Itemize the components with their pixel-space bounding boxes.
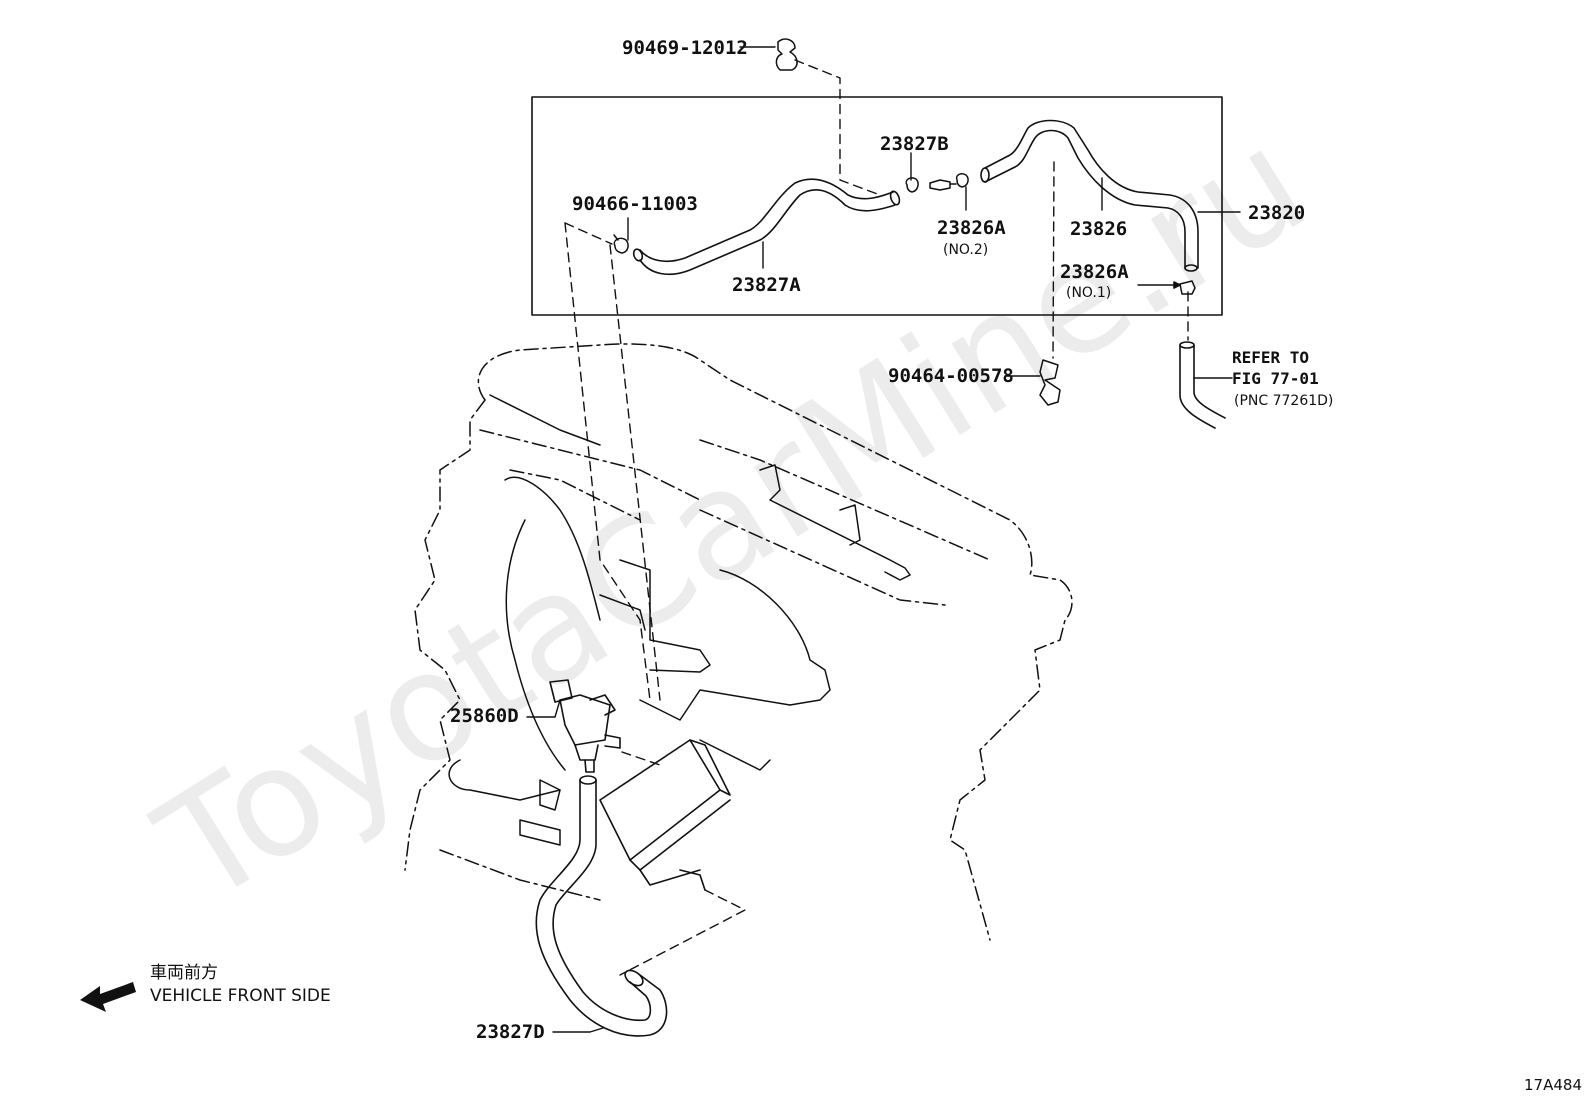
engine-outline <box>404 343 1073 941</box>
label-no2: (NO.2) <box>943 242 988 258</box>
vehicle-front-en: VEHICLE FRONT SIDE <box>150 986 331 1006</box>
refer-line-3: (PNC 77261D) <box>1234 393 1333 409</box>
clamp-23826A-no1 <box>1179 280 1196 295</box>
ref-hose <box>1179 341 1226 429</box>
leader-lines <box>526 46 1241 1033</box>
diagram-code: 17A484 <box>1524 1076 1582 1094</box>
canister <box>599 739 731 891</box>
label-no1: (NO.1) <box>1066 285 1111 301</box>
label-23820: 23820 <box>1248 202 1305 224</box>
joint-parts <box>905 173 969 193</box>
vehicle-front-arrow-icon <box>80 982 136 1012</box>
clip-90464 <box>1039 359 1061 406</box>
refer-line-2: FIG 77-01 <box>1232 369 1319 388</box>
clamp-90466 <box>613 234 629 254</box>
label-23826: 23826 <box>1070 218 1127 240</box>
engine-details <box>448 394 911 846</box>
label-23826A-no2: 23826A <box>937 217 1006 239</box>
label-23827A: 23827A <box>732 274 801 296</box>
clip-90469 <box>775 38 798 71</box>
label-23827B: 23827B <box>880 133 949 155</box>
hose-assembly-frame <box>531 96 1223 316</box>
arrowhead <box>1173 281 1181 289</box>
vsv-valve-25860D <box>549 679 621 773</box>
dashed-relations <box>564 59 1189 976</box>
label-25860D: 25860D <box>450 705 519 727</box>
hose-23827D <box>535 775 668 1037</box>
label-23827D: 23827D <box>476 1021 545 1043</box>
hose-23826 <box>980 119 1199 272</box>
watermark-text: ToyotaCarMine.ru <box>130 96 1334 938</box>
refer-line-1: REFER TO <box>1232 348 1309 367</box>
vehicle-front-jp: 車両前方 <box>150 963 218 983</box>
label-90466-11003: 90466-11003 <box>572 193 698 215</box>
label-90464-00578: 90464-00578 <box>888 365 1014 387</box>
label-23826A-no1: 23826A <box>1060 261 1129 283</box>
label-90469-12012: 90469-12012 <box>622 37 748 59</box>
hose-23827A <box>632 178 901 276</box>
